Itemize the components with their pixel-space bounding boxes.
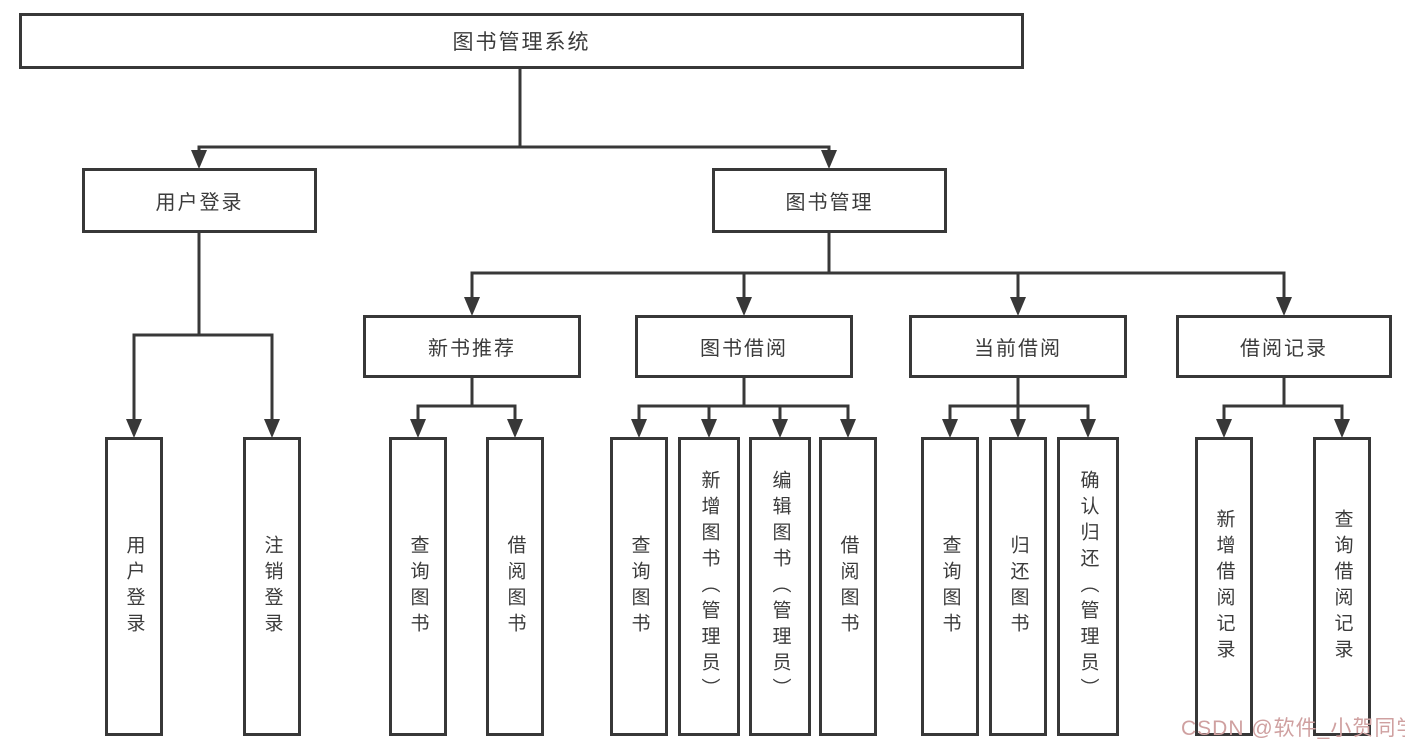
arrow-down-icon [464, 297, 480, 316]
leaf-label: 借阅图书 [837, 534, 859, 639]
leaf-label: 注销登录 [261, 534, 283, 639]
arrow-down-icon [1080, 419, 1096, 438]
node-current-borrowing: 当前借阅 [909, 315, 1127, 378]
leaf-label: 新增借阅记录 [1213, 508, 1235, 665]
arrow-down-icon [701, 419, 717, 438]
arrow-down-icon [631, 419, 647, 438]
leaf-label: 用户登录 [123, 534, 145, 639]
arrow-down-icon [821, 150, 837, 169]
arrow-down-icon [191, 150, 207, 169]
leaf-query-borrow-record: 查询借阅记录 [1313, 437, 1371, 736]
arrow-down-icon [1010, 419, 1026, 438]
leaf-label: 归还图书 [1007, 534, 1029, 639]
tree-edges [132, 67, 1344, 421]
arrow-down-icon [1334, 419, 1350, 438]
arrow-down-icon [126, 419, 142, 438]
leaf-query-books-recommend: 查询图书 [389, 437, 447, 736]
arrow-down-icon [507, 419, 523, 438]
arrow-down-icon [736, 297, 752, 316]
arrow-down-icon [840, 419, 856, 438]
arrow-down-icon [264, 419, 280, 438]
leaf-label: 查询图书 [628, 534, 650, 639]
leaf-label: 新增图书（管理员） [698, 469, 720, 704]
node-borrowing-records: 借阅记录 [1176, 315, 1392, 378]
node-book-management: 图书管理 [712, 168, 947, 233]
leaf-label: 编辑图书（管理员） [769, 469, 791, 704]
leaf-edit-books-admin: 编辑图书（管理员） [749, 437, 811, 736]
arrow-down-icon [1010, 297, 1026, 316]
leaf-label: 借阅图书 [504, 534, 526, 639]
leaf-confirm-return-admin: 确认归还（管理员） [1057, 437, 1119, 736]
node-user-login: 用户登录 [82, 168, 317, 233]
leaf-label: 查询图书 [407, 534, 429, 639]
leaf-label: 查询借阅记录 [1331, 508, 1353, 665]
arrow-down-icon [1276, 297, 1292, 316]
leaf-user-login: 用户登录 [105, 437, 163, 736]
arrow-down-icons [126, 150, 1350, 438]
node-library-management-system: 图书管理系统 [19, 13, 1024, 69]
node-book-borrowing: 图书借阅 [635, 315, 853, 378]
arrow-down-icon [410, 419, 426, 438]
arrow-down-icon [942, 419, 958, 438]
leaf-return-books: 归还图书 [989, 437, 1047, 736]
leaf-logout-login: 注销登录 [243, 437, 301, 736]
leaf-add-books-admin: 新增图书（管理员） [678, 437, 740, 736]
leaf-query-books-current: 查询图书 [921, 437, 979, 736]
leaf-add-borrow-record: 新增借阅记录 [1195, 437, 1253, 736]
leaf-borrow-books-recommend: 借阅图书 [486, 437, 544, 736]
arrow-down-icon [1216, 419, 1232, 438]
leaf-query-books-borrowing: 查询图书 [610, 437, 668, 736]
arrow-down-icon [772, 419, 788, 438]
node-new-book-recommendation: 新书推荐 [363, 315, 581, 378]
leaf-borrow-books-borrowing: 借阅图书 [819, 437, 877, 736]
leaf-label: 查询图书 [939, 534, 961, 639]
leaf-label: 确认归还（管理员） [1077, 469, 1099, 704]
